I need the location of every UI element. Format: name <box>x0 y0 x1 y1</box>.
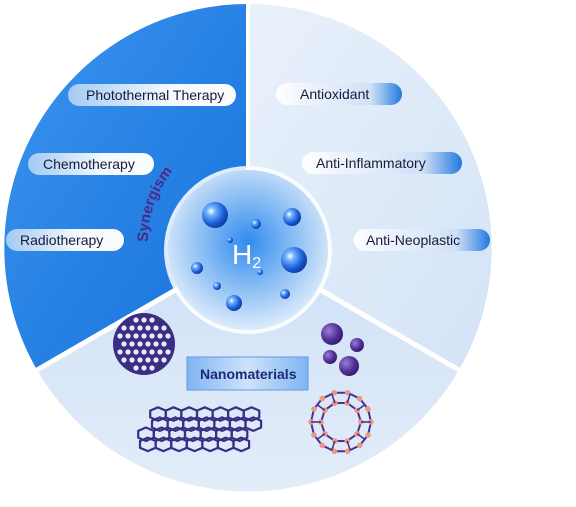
nanosphere-cluster-icon <box>321 323 364 376</box>
label-anti-neoplastic: Anti-Neoplastic <box>366 232 460 248</box>
right-label-group: Antioxidant Anti-Inflammatory Anti-Neopl… <box>276 83 490 251</box>
label-chemotherapy: Chemotherapy <box>43 156 135 172</box>
label-pill <box>6 229 124 251</box>
label-antioxidant: Antioxidant <box>300 86 369 102</box>
label-photothermal-therapy: Photothermal Therapy <box>86 87 224 103</box>
label-pill <box>302 152 462 174</box>
label-pill <box>68 84 236 106</box>
hydrogen-bubbles-icon <box>164 166 332 334</box>
label-pill <box>28 153 154 175</box>
fullerene-icon <box>308 389 374 455</box>
label-pill <box>276 83 402 105</box>
label-radiotherapy: Radiotherapy <box>20 232 103 248</box>
label-pill <box>354 229 490 251</box>
label-anti-inflammatory: Anti-Inflammatory <box>316 155 426 171</box>
graphene-sheet-icon <box>137 406 263 453</box>
left-label-group: Photothermal Therapy Chemotherapy Radiot… <box>6 84 236 251</box>
nanomaterials-badge: Nanomaterials <box>186 356 309 391</box>
hydrogen-symbol: H2 <box>232 239 261 272</box>
porous-nanoparticle-icon <box>113 313 175 375</box>
nanomaterials-label: Nanomaterials <box>200 366 297 382</box>
